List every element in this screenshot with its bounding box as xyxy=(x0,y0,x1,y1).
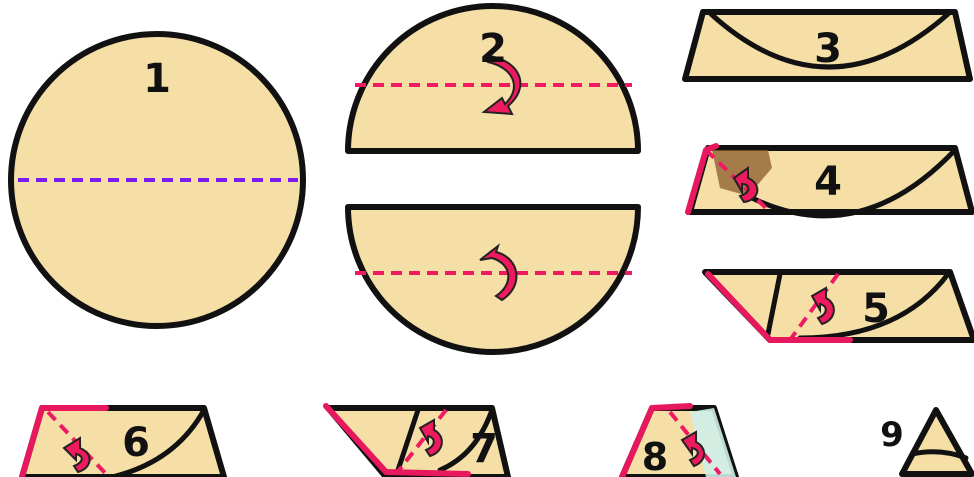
step-9: 9 xyxy=(880,410,972,474)
step-3-number: 3 xyxy=(814,26,842,72)
step-5-number: 5 xyxy=(862,286,890,332)
step-7-number: 7 xyxy=(470,426,498,472)
paper-strip xyxy=(705,272,974,340)
step-6-number: 6 xyxy=(122,420,150,466)
step-9-number: 9 xyxy=(880,415,904,455)
step-2: 2 xyxy=(348,6,638,352)
step-4-number: 4 xyxy=(814,159,842,205)
step-7: 7 xyxy=(326,406,508,477)
paper-bottom-half xyxy=(348,207,638,352)
step-4: 4 xyxy=(688,146,972,216)
step-6: 6 xyxy=(22,408,224,477)
paper-triangle xyxy=(902,410,972,474)
step-1-number: 1 xyxy=(143,56,171,102)
step-5: 5 xyxy=(705,272,974,340)
step-2-number: 2 xyxy=(479,26,507,72)
step-8-number: 8 xyxy=(642,435,668,477)
step-3: 3 xyxy=(685,12,970,79)
step-1: 1 xyxy=(11,34,303,326)
step-8: 8 xyxy=(622,406,736,477)
